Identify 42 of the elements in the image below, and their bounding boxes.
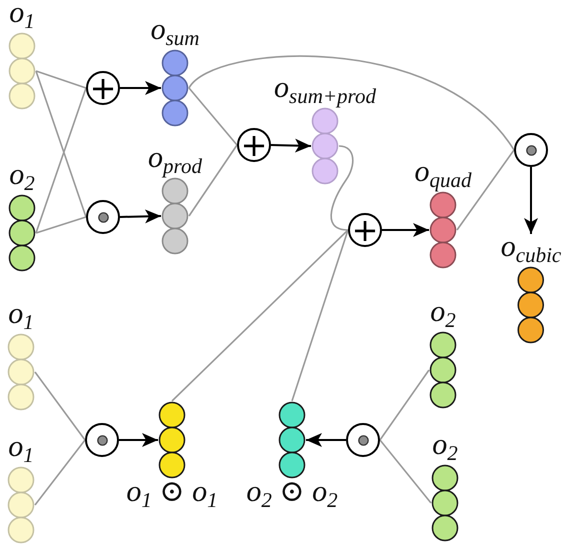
operator-circle bbox=[86, 200, 120, 234]
variable-label: o$_{1}$ bbox=[8, 434, 34, 466]
connector-line bbox=[36, 216, 86, 234]
connector-line bbox=[188, 144, 238, 216]
connector-line bbox=[379, 440, 432, 504]
connector-line bbox=[379, 370, 430, 440]
variable-label: o$_{prod}$ bbox=[148, 145, 202, 177]
variable-label: o$_{2}$ bbox=[432, 432, 458, 464]
connector-line bbox=[34, 372, 86, 440]
connector-line bbox=[330, 145, 354, 231]
variable-label: o$_{1}$ bbox=[9, 0, 35, 32]
variable-label: o$_{quad}$ bbox=[414, 159, 472, 191]
connector-line bbox=[188, 87, 238, 146]
arrow bbox=[120, 209, 162, 224]
connector-line bbox=[35, 70, 87, 218]
operator-circle bbox=[514, 133, 548, 167]
connector-line bbox=[188, 55, 515, 150]
arrow bbox=[306, 433, 346, 447]
arrow bbox=[524, 167, 538, 234]
variable-label: o$_{cubic}$ bbox=[500, 234, 562, 266]
operator-circle bbox=[346, 423, 380, 457]
operator-symbol: + bbox=[240, 130, 268, 160]
variable-label: o$_{sum}$ bbox=[150, 17, 200, 49]
variable-label: o$_{1}$ bbox=[8, 301, 34, 333]
connector-line bbox=[35, 88, 87, 234]
arrow bbox=[270, 138, 312, 153]
variable-label: o$_{2}$ bbox=[430, 299, 456, 331]
arrow bbox=[120, 81, 161, 95]
arrow bbox=[119, 433, 158, 447]
connector-line bbox=[36, 70, 86, 89]
variable-label: o$_{2}$ bbox=[9, 162, 35, 194]
variable-label: o$_{sum+prod}$ bbox=[274, 75, 376, 107]
variable-label: o$_{2}$ ⊙ o$_{2}$ bbox=[246, 479, 338, 511]
connector-line bbox=[171, 229, 349, 402]
connector-line bbox=[291, 230, 349, 402]
connector-line bbox=[456, 150, 515, 230]
arrow bbox=[382, 223, 429, 237]
operator-symbol: + bbox=[352, 215, 378, 245]
variable-label: o$_{1}$ ⊙ o$_{1}$ bbox=[126, 479, 218, 511]
operator-symbol: + bbox=[90, 73, 116, 103]
connector-line bbox=[34, 440, 86, 506]
operator-circle bbox=[85, 423, 119, 457]
